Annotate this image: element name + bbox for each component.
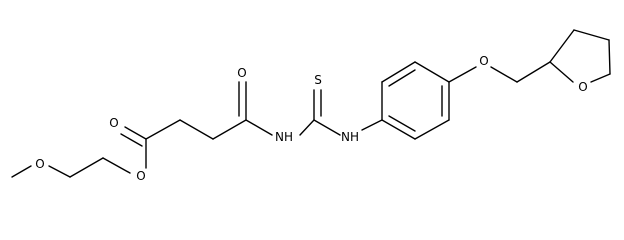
bond-ch2-ester-o — [102, 157, 131, 174]
bond-ch2-thf — [516, 61, 551, 83]
bond-ether-o-ch2 — [490, 66, 518, 83]
bond-thf-3 — [608, 39, 611, 75]
bond-ring-2 — [381, 61, 416, 83]
molecule-drawing: O O O O NH S NH O O — [11, 29, 611, 183]
structure-canvas: O O O O NH S NH O O — [11, 29, 611, 183]
bond-nh-aryl — [361, 119, 383, 131]
atom-imide-nitrogen: NH — [275, 130, 293, 144]
bond-ch2-amide-c — [212, 119, 247, 140]
atom-ester-oxygen: O — [136, 169, 145, 183]
atom-thio-sulfur: S — [314, 73, 322, 87]
bond-ring-inner-3 — [388, 115, 416, 132]
bond-thf-1 — [549, 29, 575, 63]
bond-methyl-o — [11, 165, 32, 178]
bond-thf-5 — [549, 61, 574, 83]
bond-layer — [11, 29, 611, 178]
bond-c-ch2-a — [145, 119, 181, 140]
bond-ring-inner-1 — [388, 69, 416, 87]
atom-ring-oxygen: O — [578, 80, 587, 94]
bond-ch2-ch2 — [69, 157, 104, 178]
bond-ester-carbonyl-a — [124, 126, 147, 140]
atom-methoxy-oxygen: O — [35, 157, 44, 171]
bond-thf-4 — [590, 73, 611, 83]
bond-nh-thio-c — [299, 119, 315, 136]
atom-label-layer: O O O O NH S NH O O — [35, 54, 587, 183]
bond-ring-5 — [414, 119, 450, 140]
atom-ester-carbonyl-oxygen: O — [109, 116, 118, 130]
atom-amide-carbonyl-oxygen: O — [237, 66, 246, 80]
bond-ring-6 — [381, 119, 416, 140]
bond-ring-3 — [414, 61, 450, 83]
atom-ether-oxygen: O — [479, 54, 488, 68]
bond-thio-c-nh — [313, 119, 341, 136]
bond-amide-c-nh — [245, 119, 273, 136]
bond-thf-2 — [573, 29, 610, 41]
atom-aryl-nitrogen: NH — [341, 130, 359, 144]
bond-o-ch2 — [48, 165, 71, 178]
bond-ester-carbonyl-b — [120, 133, 143, 147]
bond-aryl-ether-o — [448, 66, 477, 83]
bond-ch2-ch2-b — [179, 119, 214, 140]
